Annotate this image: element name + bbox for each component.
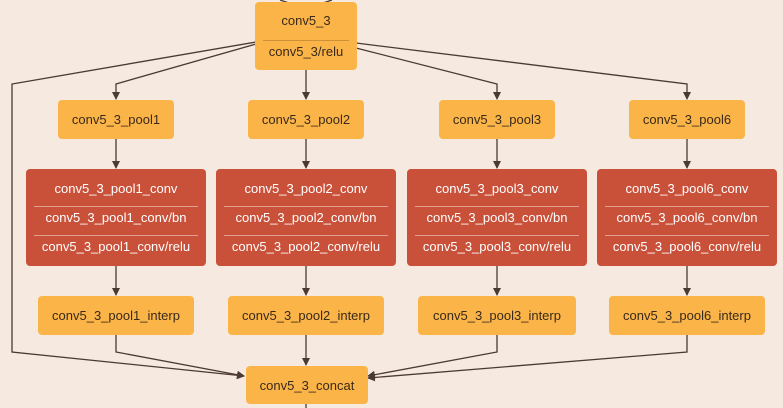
node-pool6-interp[interactable]: conv5_3_pool6_interp	[609, 296, 765, 335]
node-pool2-interp[interactable]: conv5_3_pool2_interp	[228, 296, 384, 335]
node-pool1-interp[interactable]: conv5_3_pool1_interp	[38, 296, 194, 335]
node-pool2-conv-relu-label: conv5_3_pool2_conv/relu	[224, 235, 388, 257]
node-pool3-conv[interactable]: conv5_3_pool3_conv conv5_3_pool3_conv/bn…	[407, 169, 587, 266]
node-pool1[interactable]: conv5_3_pool1	[58, 100, 174, 139]
node-pool1-conv-bn-label: conv5_3_pool1_conv/bn	[34, 205, 198, 228]
edge-interp6-concat	[367, 335, 688, 382]
node-pool6-conv-label: conv5_3_pool6_conv	[625, 180, 749, 196]
node-pool3-conv-relu-label: conv5_3_pool3_conv/relu	[415, 235, 579, 257]
node-pool1-conv-relu-label: conv5_3_pool1_conv/relu	[34, 235, 198, 257]
edge-interp1-concat	[115, 335, 245, 379]
edge-top-pool3	[355, 47, 501, 100]
node-pool2-conv-bn-label: conv5_3_pool2_conv/bn	[224, 205, 388, 228]
node-conv5-3[interactable]: conv5_3 conv5_3/relu	[255, 2, 357, 70]
edge-top-concat-bypass	[11, 41, 257, 380]
node-pool1-conv[interactable]: conv5_3_pool1_conv conv5_3_pool1_conv/bn…	[26, 169, 206, 266]
node-pool6-conv-relu-label: conv5_3_pool6_conv/relu	[605, 235, 769, 257]
edge-top-pool1	[112, 43, 257, 100]
node-pool2[interactable]: conv5_3_pool2	[248, 100, 364, 139]
node-conv5-3-relu-label: conv5_3/relu	[263, 39, 349, 62]
edge-interp3-concat	[367, 335, 498, 379]
node-pool3-conv-bn-label: conv5_3_pool3_conv/bn	[415, 205, 579, 228]
node-concat[interactable]: conv5_3_concat	[246, 366, 368, 404]
node-pool3-conv-label: conv5_3_pool3_conv	[435, 180, 559, 196]
node-pool3[interactable]: conv5_3_pool3	[439, 100, 555, 139]
node-pool6[interactable]: conv5_3_pool6	[629, 100, 745, 139]
node-pool6-conv[interactable]: conv5_3_pool6_conv conv5_3_pool6_conv/bn…	[597, 169, 777, 266]
node-pool3-interp[interactable]: conv5_3_pool3_interp	[418, 296, 576, 335]
node-pool2-conv-label: conv5_3_pool2_conv	[244, 180, 368, 196]
node-pool1-conv-label: conv5_3_pool1_conv	[54, 180, 178, 196]
edge-top-pool6	[355, 42, 691, 100]
node-conv5-3-label: conv5_3	[281, 13, 331, 29]
node-pool6-conv-bn-label: conv5_3_pool6_conv/bn	[605, 205, 769, 228]
node-pool2-conv[interactable]: conv5_3_pool2_conv conv5_3_pool2_conv/bn…	[216, 169, 396, 266]
